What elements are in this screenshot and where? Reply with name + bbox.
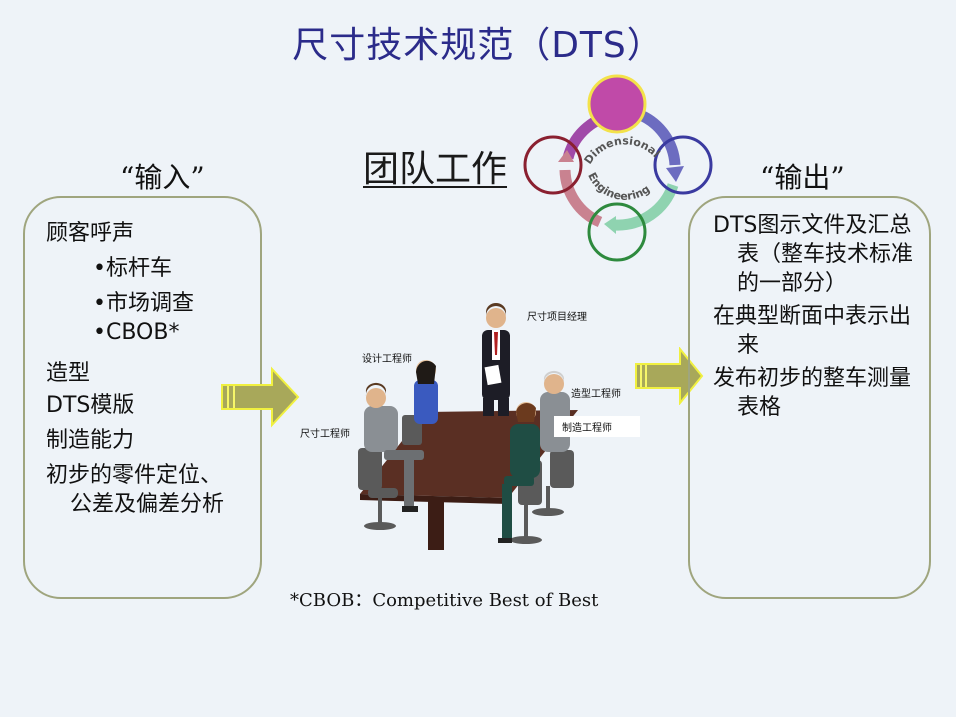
input-item: •标杆车 xyxy=(93,256,172,281)
svg-text:Engineering: Engineering xyxy=(585,170,652,203)
role-label-dimension-engineer: 尺寸工程师 xyxy=(300,429,350,440)
logo-word-top: Dimensional xyxy=(582,134,663,166)
input-arrow-icon xyxy=(221,366,300,428)
blue-circle xyxy=(653,135,713,195)
svg-text:Dimensional: Dimensional xyxy=(582,134,663,166)
input-item: DTS模版 xyxy=(46,393,135,418)
green-circle xyxy=(587,202,647,262)
input-heading: “输入” xyxy=(120,161,205,194)
red-circle xyxy=(523,135,583,195)
input-item: 制造能力 xyxy=(46,428,135,453)
role-label-project-manager: 尺寸项目经理 xyxy=(527,312,587,323)
output-item: DTS图示文件及汇总表（整车技术标准的一部分） xyxy=(713,213,914,296)
role-label-manufacturing-engineer: 制造工程师 xyxy=(554,416,640,437)
input-item: 造型 xyxy=(46,361,91,386)
team-meeting-illustration xyxy=(358,303,578,550)
input-item: •CBOB* xyxy=(93,320,180,345)
team-work-heading: 团队工作 xyxy=(363,149,508,190)
dimensional-engineering-logo: Dimensional Engineering xyxy=(523,74,713,262)
output-box xyxy=(688,196,931,599)
output-item: 在典型断面中表示出来 xyxy=(713,304,912,358)
output-item: 发布初步的整车测量表格 xyxy=(713,366,912,420)
output-list: DTS图示文件及汇总表（整车技术标准的一部分） 在典型断面中表示出来 发布初步的… xyxy=(713,211,913,426)
output-arrow-icon xyxy=(635,347,704,405)
input-item: 初步的零件定位、 xyxy=(46,463,223,488)
page-title: 尺寸技术规范（DTS） xyxy=(292,25,664,66)
logo-word-bottom: Engineering xyxy=(585,170,652,203)
output-heading: “输出” xyxy=(760,161,845,194)
input-item: 公差及偏差分析 xyxy=(70,492,225,517)
input-item: •市场调查 xyxy=(93,291,194,316)
input-item: 顾客呼声 xyxy=(46,221,135,246)
role-label-styling-engineer: 造型工程师 xyxy=(571,389,621,400)
role-label-design-engineer: 设计工程师 xyxy=(362,354,412,365)
footnote: *CBOB：Competitive Best of Best xyxy=(290,590,599,611)
magenta-circle xyxy=(587,74,647,134)
